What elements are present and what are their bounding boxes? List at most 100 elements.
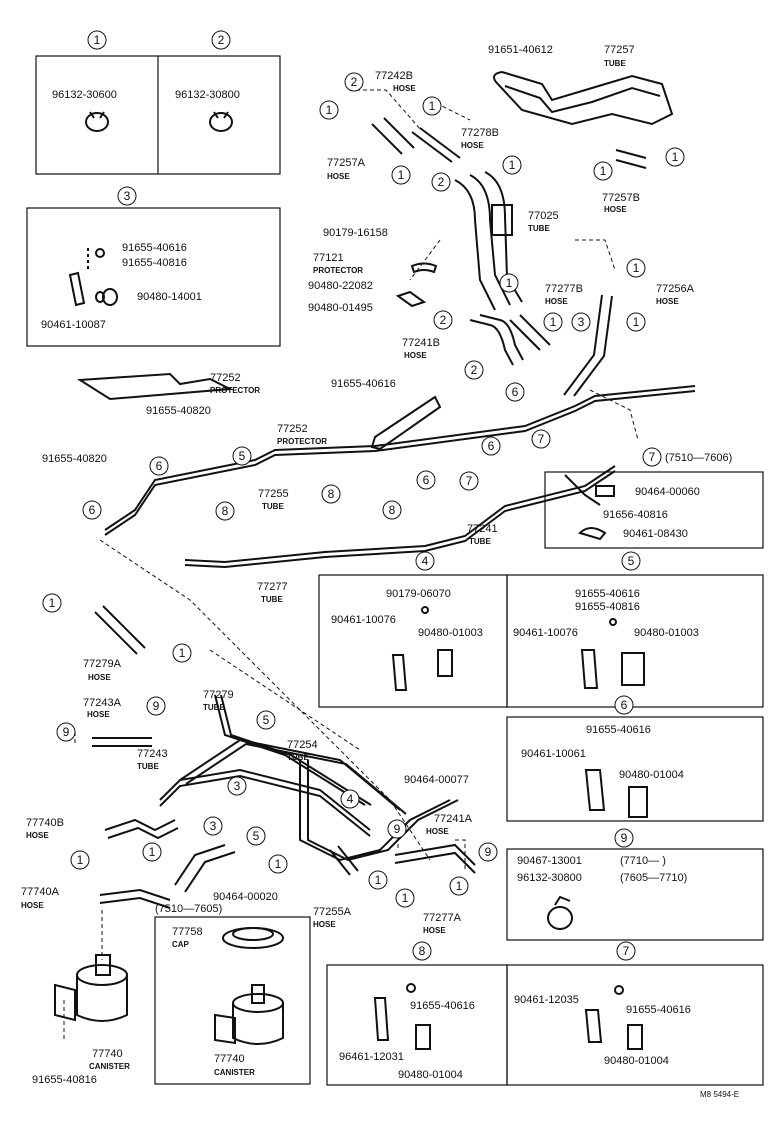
svg-text:TUBE: TUBE xyxy=(604,59,626,68)
svg-text:PROTECTOR: PROTECTOR xyxy=(313,266,363,275)
svg-text:HOSE: HOSE xyxy=(656,297,679,306)
svg-text:77254: 77254 xyxy=(287,739,318,751)
svg-text:TUBE: TUBE xyxy=(528,224,550,233)
upper-tube-assembly xyxy=(371,70,674,397)
part-number: 90480-01004 xyxy=(398,1069,463,1081)
svg-text:2: 2 xyxy=(351,75,358,89)
main-labels: 77252 PROTECTOR 91655-40820 91655-40820 … xyxy=(42,372,732,604)
svg-text:77025: 77025 xyxy=(528,210,559,222)
callout-3: 3 xyxy=(124,189,131,203)
part-number: 90464-00060 xyxy=(635,486,700,498)
part-number: 90480-14001 xyxy=(137,291,202,303)
svg-text:1: 1 xyxy=(550,315,557,329)
box-clamp-1-2: 1 2 96132-30600 96132-30800 xyxy=(35,30,281,175)
svg-text:HOSE: HOSE xyxy=(87,710,110,719)
svg-text:77121: 77121 xyxy=(313,252,344,264)
svg-text:3: 3 xyxy=(210,819,217,833)
svg-text:8: 8 xyxy=(389,503,396,517)
svg-text:HOSE: HOSE xyxy=(423,926,446,935)
svg-text:77279: 77279 xyxy=(203,689,234,701)
svg-text:6: 6 xyxy=(89,503,96,517)
box-7510-7606: 90464-00060 91656-40816 90461-08430 xyxy=(544,471,764,549)
svg-text:PROTECTOR: PROTECTOR xyxy=(210,386,260,395)
svg-text:7: 7 xyxy=(466,474,473,488)
svg-text:91655-40820: 91655-40820 xyxy=(42,453,107,465)
clamp-icon xyxy=(547,895,573,930)
clamp-icon xyxy=(85,111,233,132)
part-number: 91655-40616 xyxy=(626,1004,691,1016)
svg-text:CANISTER: CANISTER xyxy=(89,1062,130,1071)
svg-text:6: 6 xyxy=(423,473,430,487)
svg-text:TUBE: TUBE xyxy=(261,595,283,604)
callout-5: 5 xyxy=(628,554,635,568)
part-number: 91655-40616 xyxy=(122,242,187,254)
svg-text:HOSE: HOSE xyxy=(393,84,416,93)
svg-text:1: 1 xyxy=(506,276,513,290)
part-label: CAP xyxy=(172,940,190,949)
bracket-icon xyxy=(584,769,648,818)
box-clamp-9: 9 90467-13001 (7710— ) 96132-30800 (7605… xyxy=(506,828,764,941)
callout-1: 1 xyxy=(94,33,101,47)
svg-text:4: 4 xyxy=(347,792,354,806)
svg-text:1: 1 xyxy=(179,646,186,660)
svg-text:HOSE: HOSE xyxy=(545,297,568,306)
svg-text:1: 1 xyxy=(600,164,607,178)
part-number: 91656-40816 xyxy=(603,509,668,521)
upper-labels: 91651-40612 77257 TUBE 77242B HOSE 77278… xyxy=(308,44,695,360)
svg-text:7: 7 xyxy=(538,432,545,446)
part-number: 91655-40816 xyxy=(575,601,640,613)
svg-text:77740A: 77740A xyxy=(21,886,60,898)
svg-text:6: 6 xyxy=(156,459,163,473)
svg-text:6: 6 xyxy=(512,385,519,399)
svg-text:77277A: 77277A xyxy=(423,912,462,924)
svg-text:90480-22082: 90480-22082 xyxy=(308,280,373,292)
part-number: 91655-40616 xyxy=(586,724,651,736)
callout-9: 9 xyxy=(621,831,628,845)
svg-text:77243: 77243 xyxy=(137,748,168,760)
svg-text:77257: 77257 xyxy=(604,44,635,56)
svg-text:HOSE: HOSE xyxy=(404,351,427,360)
svg-text:PROTECTOR: PROTECTOR xyxy=(277,437,327,446)
leader-lines-upper xyxy=(99,89,639,861)
box-bracket-4-5: 4 5 90179-06070 90461-10076 90480-01003 … xyxy=(318,551,764,708)
svg-text:77242B: 77242B xyxy=(375,70,413,82)
svg-text:77241B: 77241B xyxy=(402,337,440,349)
svg-text:9: 9 xyxy=(153,699,160,713)
svg-text:HOSE: HOSE xyxy=(327,172,350,181)
svg-text:77241: 77241 xyxy=(467,523,498,535)
part-number: 90461-08430 xyxy=(623,528,688,540)
svg-text:77740B: 77740B xyxy=(26,817,64,829)
svg-text:77241A: 77241A xyxy=(434,813,473,825)
svg-text:77277: 77277 xyxy=(257,581,288,593)
svg-text:90464-00020: 90464-00020 xyxy=(213,891,278,903)
svg-text:77252: 77252 xyxy=(210,372,241,384)
svg-text:2: 2 xyxy=(440,313,447,327)
part-number: 90480-01003 xyxy=(634,627,699,639)
part-number: 96132-30800 xyxy=(175,89,240,101)
box-bracket-8-7: 8 7 91655-40616 96461-12031 90480-01004 … xyxy=(326,941,764,1086)
lower-callouts: 1 1 9 9 5 3 4 3 1 5 1 1 1 9 9 1 1 xyxy=(42,593,498,908)
part-number: 90461-10087 xyxy=(41,319,106,331)
lower-labels: 77279A HOSE 77243A HOSE 77279 TUBE 77243… xyxy=(21,658,473,1086)
svg-text:77255A: 77255A xyxy=(313,906,352,918)
box-bracket-6: 6 91655-40616 90461-10061 90480-01004 xyxy=(506,695,764,822)
svg-text:91655-40820: 91655-40820 xyxy=(146,405,211,417)
box-bracket-3: 3 91655-40616 91655-40816 90480-14001 90… xyxy=(26,186,281,347)
part-number: 77740 xyxy=(214,1053,245,1065)
svg-text:77257B: 77257B xyxy=(602,192,640,204)
range-label: (7605—7710) xyxy=(620,872,687,884)
svg-text:HOSE: HOSE xyxy=(461,141,484,150)
part-number: 91655-40616 xyxy=(575,588,640,600)
svg-text:1: 1 xyxy=(375,873,382,887)
part-number: 90480-01003 xyxy=(418,627,483,639)
bracket-icon xyxy=(373,983,643,1050)
part-number: 91655-40616 xyxy=(410,1000,475,1012)
svg-text:5: 5 xyxy=(263,713,270,727)
leader-lines-lower xyxy=(63,732,466,1040)
svg-text:5: 5 xyxy=(253,829,260,843)
range-label: (7510—7606) xyxy=(665,452,732,464)
svg-text:1: 1 xyxy=(672,150,679,164)
svg-text:1: 1 xyxy=(402,891,409,905)
svg-text:77256A: 77256A xyxy=(656,283,695,295)
